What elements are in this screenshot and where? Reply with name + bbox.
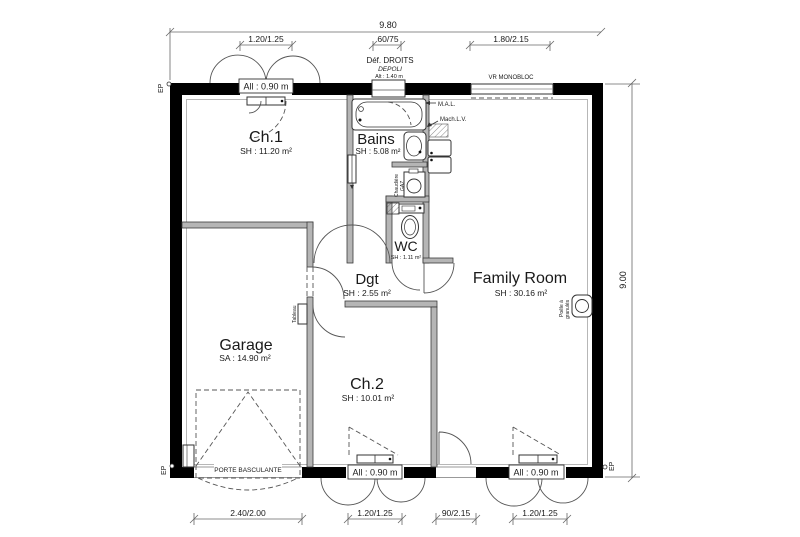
mach-lv-label: Mach.L.V.: [440, 117, 467, 123]
room-garage-area: SA : 14.90 m²: [219, 353, 271, 363]
room-bains-name: Bains: [357, 131, 395, 148]
dim-width-total: 9.80: [379, 20, 397, 30]
towel-radiator: [347, 154, 357, 189]
def-droits-label: Déf. DROITS: [366, 56, 413, 65]
room-family-name: Family Room: [473, 270, 567, 287]
chaudiere-label: Chaudière: [394, 174, 400, 197]
mal-label: M.A.L.: [438, 102, 456, 108]
garage-opening: [306, 267, 314, 297]
shutter-arcs: [209, 54, 589, 507]
room-wc-name: WC: [394, 238, 417, 254]
window-vr: [470, 83, 554, 99]
door-swings: [311, 224, 472, 465]
sill-labels: All : 0.90 m All : 0.90 m All : 0.90 m: [238, 78, 565, 480]
room-bains-area: SH : 5.08 m²: [356, 147, 401, 156]
electrical-panel: [297, 303, 308, 325]
alt-label: Alt : 1.40 m: [375, 74, 403, 80]
dim-top-0: 1.20/1.25: [248, 34, 284, 44]
garage-door: PORTE BASCULANTE: [195, 389, 301, 491]
window-bains: [371, 79, 406, 98]
room-labels: Ch.1 SH : 11.20 m² Bains SH : 5.08 m² WC…: [219, 129, 567, 403]
vr-monobloc-label: VR MONOBLOC: [488, 75, 534, 81]
dimension-lines: [165, 27, 640, 525]
dim-bottom-1: 1.20/1.25: [357, 508, 393, 518]
washbasin: [403, 131, 427, 161]
room-dgt-name: Dgt: [355, 271, 379, 288]
ep-markers: [166, 81, 608, 470]
window-ch2: [348, 426, 399, 464]
room-family-area: SH : 30.16 m²: [495, 288, 548, 298]
sill-label-ch1: All : 0.90 m: [243, 82, 288, 92]
tableau-label: Tableau: [292, 305, 298, 323]
ep-label-bottomleft: EP: [161, 465, 168, 475]
dim-bottom-3: 1.20/1.25: [522, 508, 558, 518]
gaz-label: GAZ: [400, 181, 406, 191]
depoli-label: DEPOLI: [378, 66, 402, 73]
mal-annotation: M.A.L. Mach.L.V.: [425, 101, 467, 127]
sill-label-family: All : 0.90 m: [513, 468, 558, 478]
appliances: [427, 123, 452, 174]
room-wc-area: SH : 1.11 m²: [391, 255, 422, 261]
room-garage-name: Garage: [219, 337, 272, 354]
room-ch2-name: Ch.2: [350, 376, 384, 393]
pellet-stove: [571, 294, 593, 318]
poele-label-2: granulés: [565, 299, 571, 319]
garage-wall-box: [182, 444, 195, 468]
dim-top-1: 60/75: [377, 34, 399, 44]
dim-bottom-0: 2.40/2.00: [230, 508, 266, 518]
ep-label-bottomright: EP: [609, 461, 616, 471]
porte-basculante-label: PORTE BASCULANTE: [214, 467, 282, 474]
window-family: [512, 426, 562, 464]
room-ch1-name: Ch.1: [249, 129, 283, 146]
exterior-walls: [170, 83, 603, 478]
ep-label-topleft: EP: [158, 83, 165, 93]
room-dgt-area: SH : 2.55 m²: [343, 288, 391, 298]
dim-height-total: 9.00: [618, 271, 628, 289]
sill-label-ch2: All : 0.90 m: [352, 468, 397, 478]
boiler: [403, 168, 426, 198]
toilet: [386, 202, 425, 239]
room-ch2-area: SH : 10.01 m²: [342, 393, 395, 403]
dim-bottom-2: 90/2.15: [442, 508, 471, 518]
bathtub: [351, 98, 427, 131]
window-ch1: [246, 96, 287, 139]
room-ch1-area: SH : 11.20 m²: [240, 146, 292, 156]
poele-label-1: Poêle à: [559, 300, 565, 317]
dim-top-2: 1.80/2.15: [493, 34, 529, 44]
